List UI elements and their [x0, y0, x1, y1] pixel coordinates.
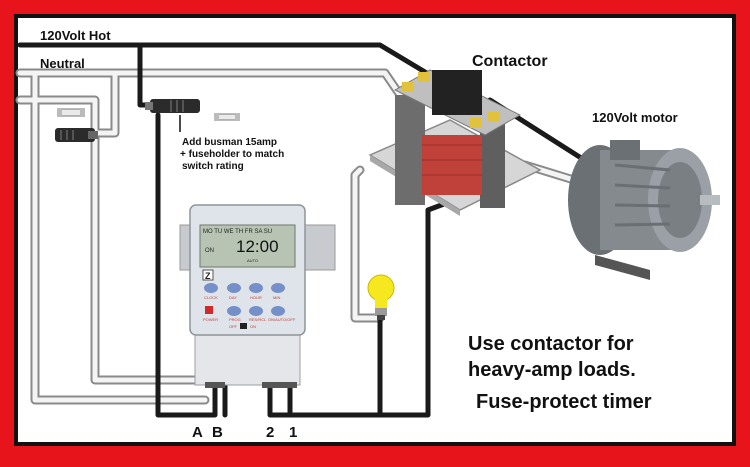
timer-auto-label: AUTO: [247, 258, 258, 263]
fuse-note-line-3: switch rating: [182, 161, 244, 172]
motor-shaft: [700, 195, 720, 205]
timer: MO TU WE TH FR SA SU 12:00 ON AUTO Z CLO…: [179, 204, 336, 388]
clock-button-label: CLOCK: [204, 295, 218, 300]
caption-line-1: Use contactor for: [468, 333, 634, 355]
fuseholder-left: [55, 128, 98, 142]
light-bulb: [367, 274, 395, 320]
power-indicator: [205, 306, 213, 314]
hour-button-label: HOUR: [250, 295, 262, 300]
motor-label: 120Volt motor: [592, 110, 678, 125]
power-label: POWER: [203, 317, 218, 322]
terminal-b-label: B: [212, 424, 223, 441]
contactor-head: [432, 70, 482, 115]
hour-button[interactable]: [249, 283, 263, 293]
fuse-spare-right: [214, 113, 240, 121]
res-rcl-button[interactable]: [249, 306, 263, 316]
timer-lcd: [199, 224, 296, 268]
contactor: [368, 69, 542, 216]
min-button-label: MIN: [273, 295, 280, 300]
contactor-coil: [422, 135, 482, 195]
hot-wire-label: 120Volt Hot: [40, 28, 111, 43]
timer-days: MO TU WE TH FR SA SU: [203, 229, 272, 235]
prog-button[interactable]: [227, 306, 241, 316]
day-button[interactable]: [227, 283, 241, 293]
timer-buttons-row1: CLOCK DAY HOUR MIN: [204, 283, 285, 300]
motor: [568, 140, 720, 280]
terminal-a-label: A: [192, 424, 203, 441]
day-button-label: DAY: [229, 295, 237, 300]
on-auto-off-button[interactable]: [271, 306, 285, 316]
on-auto-off-button-label: ON/AUTO/OFF: [268, 317, 296, 322]
contactor-label: Contactor: [472, 53, 548, 70]
terminal-2-label: 2: [266, 424, 274, 441]
fuseholder-right: [145, 99, 200, 113]
prog-button-label: PROG: [229, 317, 241, 322]
switch-off-label: OFF: [229, 324, 238, 329]
timer-buttons-row2: POWER PROG RES/RCL ON/AUTO/OFF OFF ON: [203, 306, 296, 329]
neutral-wire-label: Neutral: [40, 56, 85, 71]
terminal-1-label: 1: [289, 424, 297, 441]
timer-logo: Z: [205, 271, 211, 281]
min-button[interactable]: [271, 283, 285, 293]
switch-on-label: ON: [250, 324, 256, 329]
power-switch[interactable]: [240, 323, 247, 329]
clock-button[interactable]: [204, 283, 218, 293]
timer-on-label: ON: [205, 248, 214, 254]
fuse-note-line-2: + fuseholder to match: [180, 149, 284, 160]
caption-line-3: Fuse-protect timer: [476, 391, 652, 413]
caption-line-2: heavy-amp loads.: [468, 359, 636, 381]
res-rcl-button-label: RES/RCL: [249, 317, 267, 322]
fuse-note-line-1: Add busman 15amp: [182, 137, 277, 148]
fuse-spare-left: [57, 108, 85, 117]
timer-time: 12:00: [236, 237, 279, 256]
